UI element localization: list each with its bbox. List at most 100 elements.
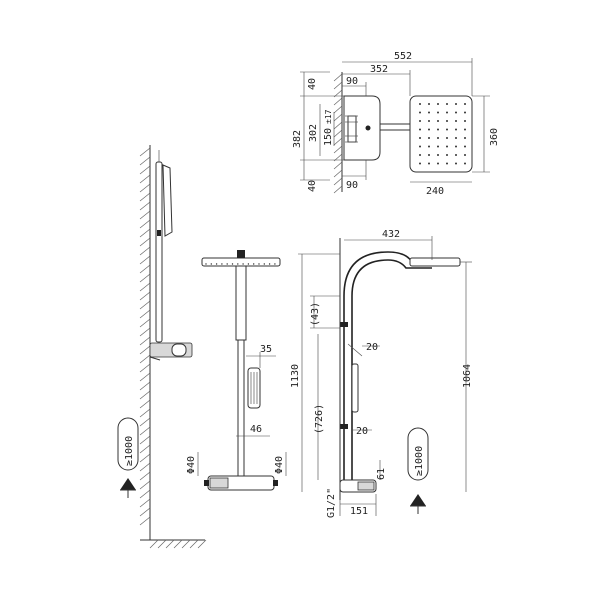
nozzle-dot	[437, 103, 439, 105]
nozzle-dot	[247, 263, 250, 265]
floor-level-marker	[120, 478, 136, 490]
nozzle-dot	[455, 128, 457, 131]
hatch-line	[139, 318, 151, 328]
hatch-line	[139, 255, 151, 265]
nozzle-dot	[268, 263, 271, 265]
install-height-right-label: ≥1000	[414, 446, 425, 476]
hatch-line	[197, 539, 207, 549]
dim-302: 302	[308, 124, 319, 142]
hatch-line	[333, 81, 343, 90]
hatch-line	[139, 507, 151, 517]
nozzle-dot	[464, 154, 466, 156]
hatch-line	[139, 426, 151, 436]
dim-151: 151	[350, 506, 368, 517]
nozzle-dot	[455, 137, 457, 139]
nozzle-dot	[464, 103, 466, 105]
nozzle-dot	[428, 154, 430, 156]
nozzle-dot	[437, 154, 439, 156]
hatch-line	[333, 97, 343, 106]
dim-46: 46	[250, 424, 262, 435]
nozzle-dot	[446, 145, 448, 148]
dim-40-bottom: 40	[307, 180, 318, 192]
hatch-line	[333, 169, 343, 178]
dia-left: Φ40	[186, 456, 197, 474]
nozzle-dot	[446, 154, 448, 156]
nozzle-dot	[263, 263, 265, 265]
dim-240: 240	[426, 186, 444, 197]
hatch-line	[333, 105, 343, 114]
hatch-line	[139, 336, 151, 346]
hatch-line	[139, 273, 151, 283]
hatch-line	[139, 219, 151, 229]
nozzle-dot	[428, 162, 430, 165]
dim-432: 432	[382, 229, 400, 240]
nozzle-dot	[419, 103, 421, 105]
nozzle-dot	[455, 111, 457, 114]
hatch-line	[139, 183, 151, 193]
dim-360: 360	[489, 128, 500, 146]
hatch-line	[333, 121, 343, 130]
dim-150: 150	[323, 128, 334, 146]
hatch-line	[139, 381, 151, 391]
nozzle-dot	[446, 103, 448, 105]
dim-726: (726)	[314, 404, 325, 434]
floor-level-marker-right	[410, 494, 426, 506]
hatch-line	[139, 309, 151, 319]
hatch-line	[139, 516, 151, 526]
nozzle-dot	[446, 137, 448, 139]
hatch-line	[181, 539, 191, 549]
nozzle-dot	[221, 263, 223, 265]
hatch-line	[139, 147, 151, 157]
hatch-line	[149, 539, 159, 549]
nozzle-dot	[210, 263, 212, 265]
hatch-line	[139, 363, 151, 373]
nozzle-dot	[419, 128, 421, 131]
dia-right: Φ40	[274, 456, 285, 474]
wall-profile-view: ≥1000	[117, 145, 207, 549]
nozzle-dot	[258, 263, 260, 265]
inlet-thread: G1/2"	[326, 488, 337, 518]
hatch-line	[139, 246, 151, 256]
nozzle-dot	[437, 145, 439, 148]
hatch-line	[333, 73, 343, 82]
hatch-line	[333, 161, 343, 170]
hatch-line	[139, 480, 151, 490]
hatch-line	[139, 408, 151, 418]
nozzle-dot	[437, 120, 439, 122]
nozzle-dot	[455, 145, 457, 148]
nozzle-dot	[237, 263, 239, 265]
nozzle-dot	[446, 128, 448, 131]
nozzle-dot	[446, 162, 448, 165]
dim-35: 35	[260, 344, 272, 355]
install-height-left-label: ≥1000	[124, 436, 135, 466]
hatch-line	[139, 345, 151, 355]
hatch-line	[139, 300, 151, 310]
nozzle-dot	[437, 111, 439, 114]
nozzle-dot	[464, 120, 466, 122]
hatch-line	[165, 539, 175, 549]
nozzle-dot	[428, 137, 430, 139]
hatch-line	[139, 498, 151, 508]
side-view: 432 (43) 1130 (726) 20 20 1064 61 151 G1…	[290, 229, 473, 518]
nozzle-dot	[464, 137, 466, 139]
nozzle-dot	[437, 137, 439, 139]
nozzle-dot	[231, 263, 234, 265]
hatch-line	[333, 185, 343, 194]
dim-40-top: 40	[307, 78, 318, 90]
hatch-line	[139, 354, 151, 364]
dim-352: 352	[370, 64, 388, 75]
nozzle-dot	[437, 128, 439, 131]
angle-20-top: 20	[366, 342, 378, 353]
hatch-line	[139, 327, 151, 337]
nozzle-dot	[428, 120, 430, 122]
hatch-line	[139, 192, 151, 202]
hatch-line	[139, 291, 151, 301]
hatch-line	[333, 129, 343, 138]
nozzle-dot	[274, 263, 276, 265]
nozzle-dot	[205, 263, 207, 265]
hatch-line	[139, 264, 151, 274]
nozzle-dot	[455, 120, 457, 122]
nozzle-dot	[419, 137, 421, 139]
